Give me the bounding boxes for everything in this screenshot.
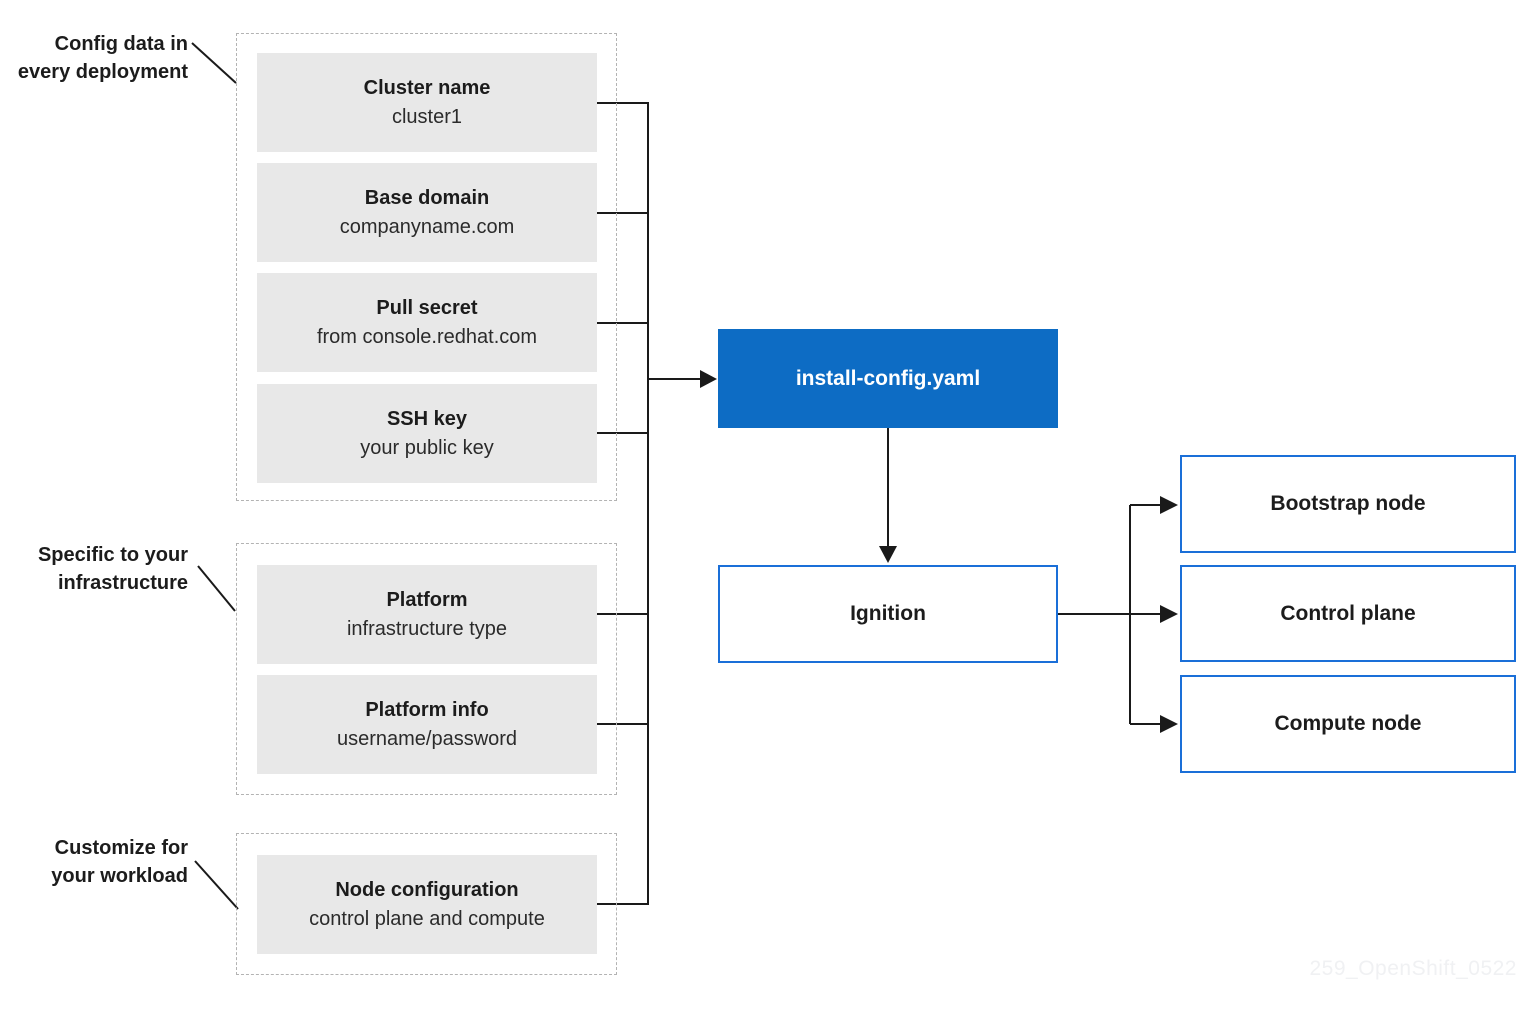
arrowhead-bootstrap [1160,496,1178,514]
group-customize-workload [236,833,617,975]
box-title: Platform [386,588,468,611]
group-specific-infrastructure [236,543,617,795]
box-subtitle: username/password [336,727,518,750]
box-title: Pull secret [376,296,478,319]
box-pull-secret: Pull secret from console.redhat.com [257,273,597,372]
watermark-text: 259_OpenShift_0522 [1309,957,1517,980]
callout-line-specific [197,565,236,612]
box-title: Cluster name [363,76,491,99]
box-base-domain: Base domain companyname.com [257,163,597,262]
bootstrap-node-label: Bootstrap node [1270,492,1426,515]
annotation-line: Config data in [54,33,188,55]
annotation-config-data: Config data in every deployment [0,30,188,86]
control-plane-label: Control plane [1280,601,1416,625]
annotation-line: every deployment [17,61,188,83]
box-platform: Platform infrastructure type [257,565,597,664]
box-control-plane: Control plane [1180,565,1516,662]
annotation-specific-infrastructure: Specific to your infrastructure [0,541,188,597]
box-subtitle: from console.redhat.com [316,325,538,348]
annotation-line: infrastructure [57,572,188,594]
box-node-configuration: Node configuration control plane and com… [257,855,597,954]
arrowhead-ignition [879,546,897,563]
box-cluster-name: Cluster name cluster1 [257,53,597,152]
box-title: SSH key [386,407,468,430]
callout-line-config-data [191,42,237,84]
box-platform-info: Platform info username/password [257,675,597,774]
annotation-line: Customize for [54,837,188,859]
box-subtitle: your public key [360,436,494,459]
box-ignition: Ignition [718,565,1058,663]
arrowhead-compute [1160,715,1178,733]
box-subtitle: infrastructure type [346,617,508,640]
annotation-line: Specific to your [37,544,188,566]
install-config-label: install-config.yaml [795,366,981,390]
box-title: Node configuration [335,878,519,901]
box-title: Platform info [365,698,489,721]
callout-line-customize [194,860,239,910]
arrowhead-install-config [700,370,717,388]
box-title: Base domain [364,186,490,209]
box-ssh-key: SSH key your public key [257,384,597,483]
box-bootstrap-node: Bootstrap node [1180,455,1516,553]
compute-node-label: Compute node [1274,712,1422,735]
ignition-label: Ignition [850,602,926,625]
group-config-data [236,33,617,501]
box-subtitle: control plane and compute [309,907,545,930]
box-compute-node: Compute node [1180,675,1516,773]
annotation-customize-workload: Customize for your workload [0,834,188,890]
box-subtitle: cluster1 [391,105,463,128]
box-subtitle: companyname.com [339,215,515,238]
annotation-line: your workload [51,865,188,887]
arrowhead-control-plane [1160,605,1178,623]
box-install-config-yaml: install-config.yaml [718,329,1058,428]
